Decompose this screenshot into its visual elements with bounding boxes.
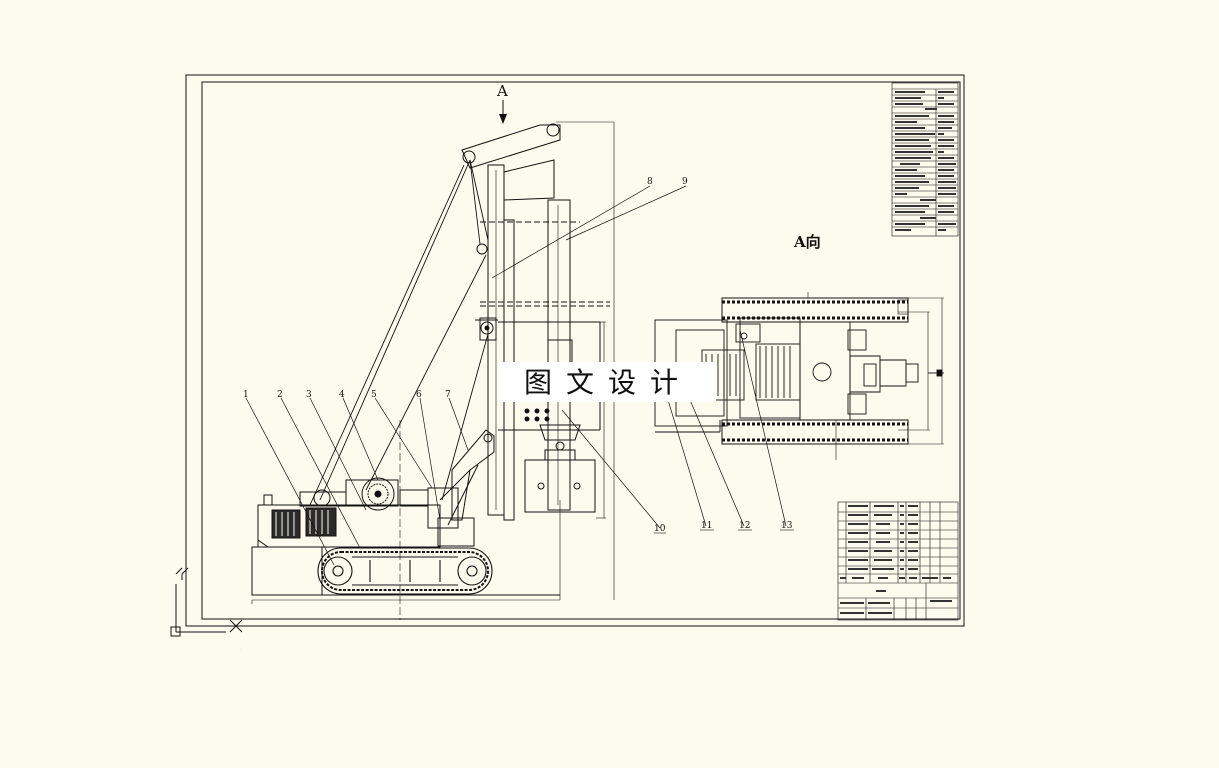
- part-label-4: 4: [339, 390, 345, 400]
- part-label-11: 11: [701, 521, 712, 531]
- view-a-label: A向: [793, 233, 821, 251]
- ucs-x-label: X: [240, 649, 241, 651]
- parameter-table-fill: [895, 91, 956, 231]
- title-block: [837, 501, 959, 621]
- watermark-text: 图文设计: [524, 366, 692, 399]
- watermark-banner: 图文设计: [498, 362, 716, 402]
- part-leader-lines: [245, 185, 787, 566]
- title-block-fill: [840, 505, 952, 614]
- part-label-6: 6: [416, 390, 422, 400]
- part-label-1: 1: [243, 390, 249, 400]
- ucs-y-label: Y: [185, 565, 187, 567]
- part-label-8: 8: [647, 177, 653, 187]
- part-labels: 1 2 3 4 5 6 7 8 9 10 11 12 13: [243, 177, 793, 534]
- ucs-icon: [170, 567, 243, 637]
- part-label-12: 12: [739, 521, 750, 531]
- parameter-table: [891, 82, 959, 237]
- mast-leader: [309, 123, 610, 526]
- view-arrow-label: A: [496, 82, 508, 100]
- top-view-dimensions: [807, 292, 944, 460]
- crawler-track-side: [317, 547, 493, 595]
- view-arrow-a: A: [496, 82, 508, 124]
- sheet-border: [185, 74, 965, 627]
- hammer-assembly: [524, 339, 596, 513]
- dimension-lines-side: [251, 121, 615, 620]
- part-label-9: 9: [682, 177, 688, 187]
- top-view-carbody: [654, 317, 944, 433]
- part-label-10: 10: [654, 524, 666, 534]
- part-label-13: 13: [781, 521, 793, 531]
- label-underlines: [654, 529, 794, 534]
- part-label-2: 2: [277, 390, 283, 400]
- part-label-3: 3: [306, 390, 312, 400]
- part-label-7: 7: [445, 390, 451, 400]
- part-label-5: 5: [371, 390, 377, 400]
